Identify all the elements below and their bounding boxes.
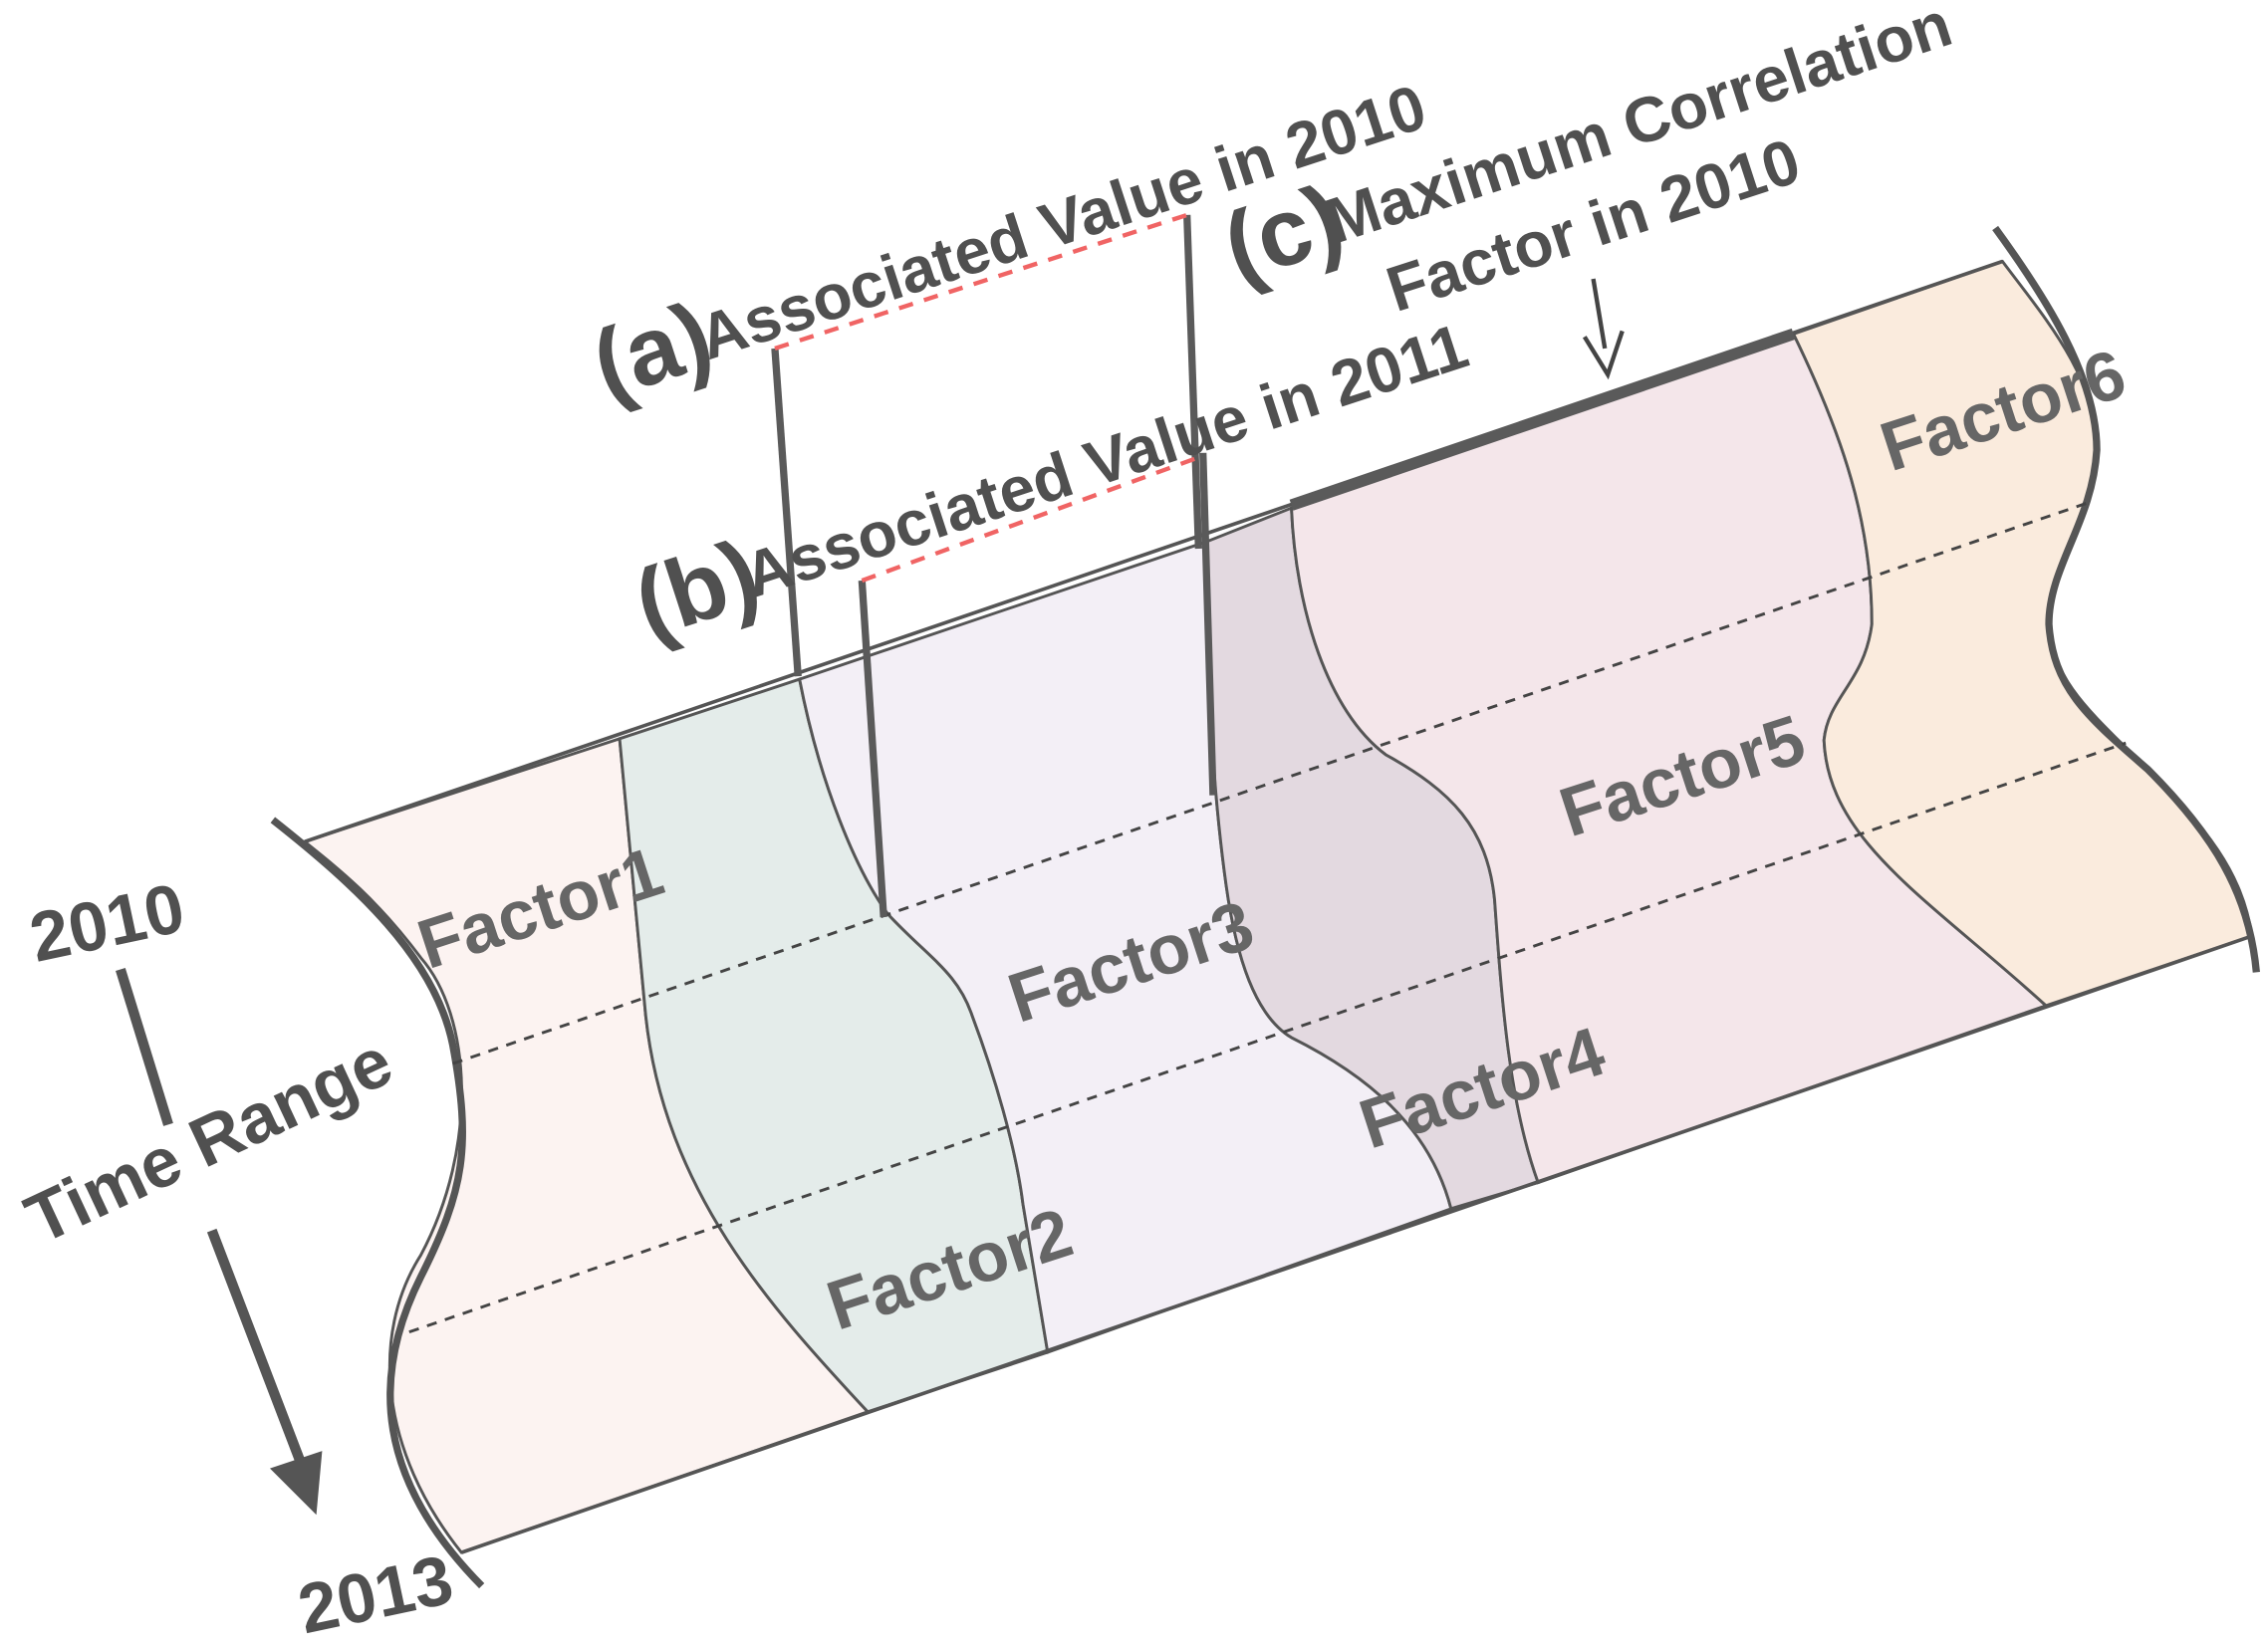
band-bottom-edge [460,934,2253,1554]
band-left-edge [270,817,485,1589]
time-axis-upper-segment [116,967,173,1126]
max-correlation-arrow-head [1582,330,1625,380]
value-a-dashed-link [774,212,1188,352]
time-axis-lower-segment [206,1228,307,1468]
value-b-left-stem [858,580,887,918]
value-a-right-stem [1183,214,1202,550]
year-line-2011 [452,500,2091,1065]
max-correlation-highlight [1289,328,1796,511]
time-axis-end-label: 2013 [292,1540,459,1649]
value-b-dashed-link [861,453,1204,584]
value-b-right-stem [1199,452,1217,796]
band-right-edge [1992,225,2260,973]
time-axis-label: Time Range [14,1022,403,1259]
year-line-2012 [408,741,2127,1334]
time-axis-start-label: 2010 [23,868,190,977]
value-a-left-stem [771,348,802,677]
max-correlation-arrow-shaft [1591,278,1608,350]
time-axis-arrow-head [269,1451,323,1516]
